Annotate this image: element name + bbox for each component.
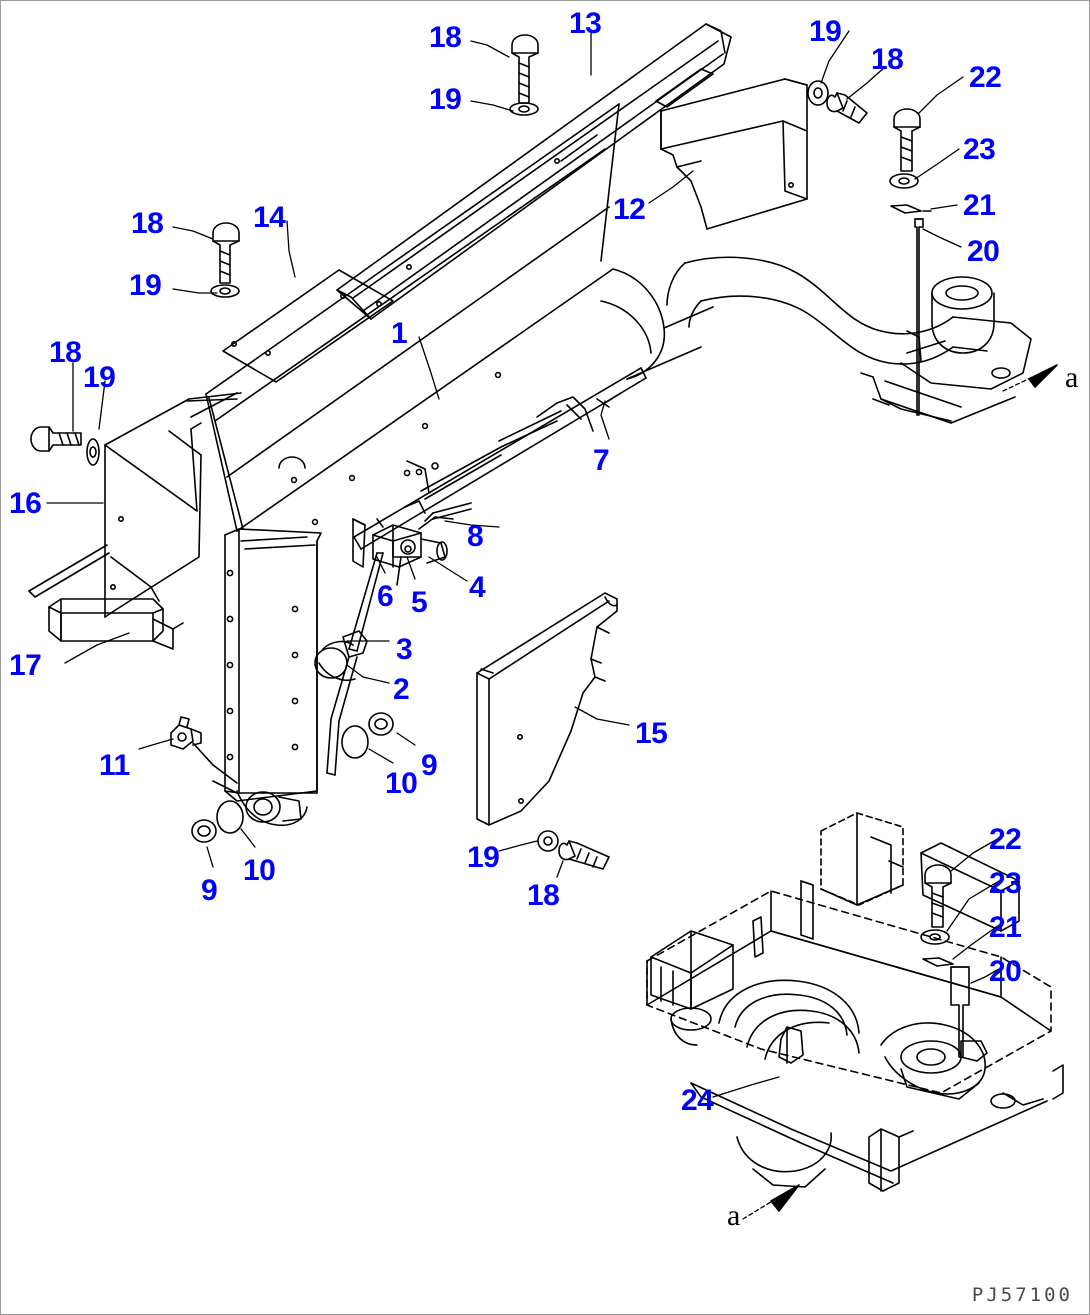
callout-18-right-bolt[interactable]: 18 xyxy=(871,43,904,76)
part-11-clamp xyxy=(170,716,238,784)
part-17-step xyxy=(48,598,184,650)
fastener-23-lower xyxy=(920,929,950,945)
part-16-bracket xyxy=(28,392,242,618)
callout-1-main-frame[interactable]: 1 xyxy=(391,317,408,350)
callout-9-ring-lower[interactable]: 9 xyxy=(201,874,218,907)
part-14-plate xyxy=(222,269,394,383)
callout-21-upper-plate[interactable]: 21 xyxy=(963,189,996,222)
callout-18-cover-bolt[interactable]: 18 xyxy=(527,879,560,912)
callout-19-left-washer[interactable]: 19 xyxy=(129,269,162,302)
drawing-code: PJ57100 xyxy=(971,1284,1073,1306)
fastener-20-upper xyxy=(914,218,924,416)
callout-10-bushing-upper[interactable]: 10 xyxy=(385,767,418,800)
callout-18-left-bolt[interactable]: 18 xyxy=(131,207,164,240)
callout-21-lower-plate[interactable]: 21 xyxy=(989,911,1022,944)
callout-19-right-washer[interactable]: 19 xyxy=(809,15,842,48)
callout-20-lower-pin[interactable]: 20 xyxy=(989,955,1022,988)
fastener-18-top xyxy=(511,34,539,104)
callout-9-ring-upper[interactable]: 9 xyxy=(421,749,438,782)
callout-2-arm[interactable]: 2 xyxy=(393,673,410,706)
fastener-20-lower xyxy=(950,966,970,1058)
fastener-23-upper xyxy=(889,173,919,189)
callout-12-cover-panel[interactable]: 12 xyxy=(613,193,646,226)
section-marker-letter: a xyxy=(727,1199,741,1232)
callout-16-bracket[interactable]: 16 xyxy=(9,487,42,520)
fastener-19-top xyxy=(509,102,539,116)
section-marker-letter: a xyxy=(1065,361,1079,394)
callout-11-clamp[interactable]: 11 xyxy=(99,749,130,782)
callout-22-upper-bolt[interactable]: 22 xyxy=(969,61,1002,94)
fastener-21-lower xyxy=(922,957,954,967)
callout-17-step[interactable]: 17 xyxy=(9,649,42,682)
fastener-18-bracket xyxy=(30,426,82,452)
part-24-undercarriage-detail xyxy=(646,812,1064,1192)
fastener-21-upper xyxy=(890,204,932,214)
callout-4-valve[interactable]: 4 xyxy=(469,571,486,604)
part-15-side-cover xyxy=(476,592,618,826)
callout-18-bracket-bolt[interactable]: 18 xyxy=(49,336,82,369)
part-12-cover-panel xyxy=(660,78,808,230)
callout-23-lower-washer[interactable]: 23 xyxy=(989,867,1022,900)
callout-3-lever[interactable]: 3 xyxy=(396,633,413,666)
callout-18-top-bolt[interactable]: 18 xyxy=(429,21,462,54)
parts-9-10-rings xyxy=(191,712,394,843)
callout-22-lower-bolt[interactable]: 22 xyxy=(989,823,1022,856)
section-arrow-top xyxy=(1002,364,1058,392)
fastener-22-upper xyxy=(893,108,921,172)
callout-13-long-cover[interactable]: 13 xyxy=(569,7,602,40)
callout-5-pin[interactable]: 5 xyxy=(411,586,428,619)
frame-side-panel xyxy=(212,528,322,827)
fastener-19-left xyxy=(210,284,240,298)
fastener-22-lower xyxy=(924,864,952,928)
part-13-long-cover xyxy=(336,23,732,320)
callout-19-bracket-washer[interactable]: 19 xyxy=(83,361,116,394)
callout-19-top-washer[interactable]: 19 xyxy=(429,83,462,116)
callout-23-upper-washer[interactable]: 23 xyxy=(963,133,996,166)
fastener-18-left xyxy=(212,222,240,284)
callout-7-frame-detail[interactable]: 7 xyxy=(593,444,610,477)
section-arrow-bottom xyxy=(742,1184,800,1220)
part-1-main-frame xyxy=(205,103,1032,550)
fastener-19-cover xyxy=(537,830,559,852)
callout-10-bushing-lower[interactable]: 10 xyxy=(243,854,276,887)
callout-24-undercarriage[interactable]: 24 xyxy=(681,1084,714,1117)
callout-6-link[interactable]: 6 xyxy=(377,580,394,613)
callout-19-cover-washer[interactable]: 19 xyxy=(467,841,500,874)
leader-lines xyxy=(46,30,1002,1098)
callout-15-side-cover[interactable]: 15 xyxy=(635,717,668,750)
callout-8-rod[interactable]: 8 xyxy=(467,520,484,553)
fastener-19-right xyxy=(807,80,829,106)
callout-14-plate[interactable]: 14 xyxy=(253,201,286,234)
fastener-19-bracket xyxy=(86,438,100,466)
fastener-18-right xyxy=(826,92,868,124)
linkage-assembly xyxy=(314,518,402,776)
fastener-18-cover xyxy=(558,840,610,870)
callout-20-upper-pin[interactable]: 20 xyxy=(967,235,1000,268)
